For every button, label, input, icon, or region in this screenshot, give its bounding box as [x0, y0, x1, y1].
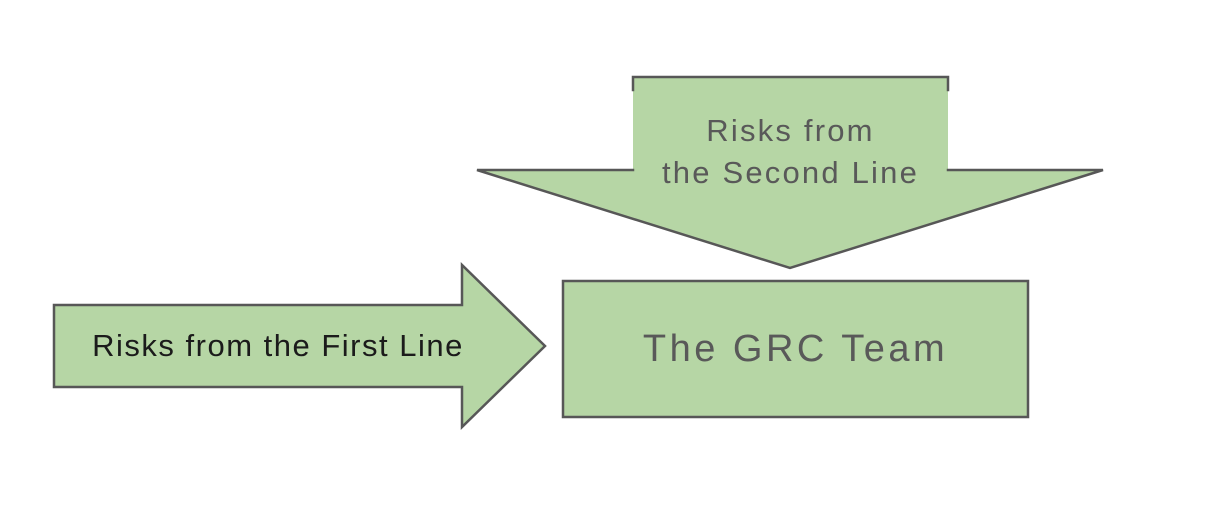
second-line-down-arrow-outline [476, 75, 1104, 270]
grc-team-box [561, 279, 1030, 419]
first-line-right-arrow [52, 262, 547, 430]
second-line-down-arrow [477, 76, 1103, 268]
